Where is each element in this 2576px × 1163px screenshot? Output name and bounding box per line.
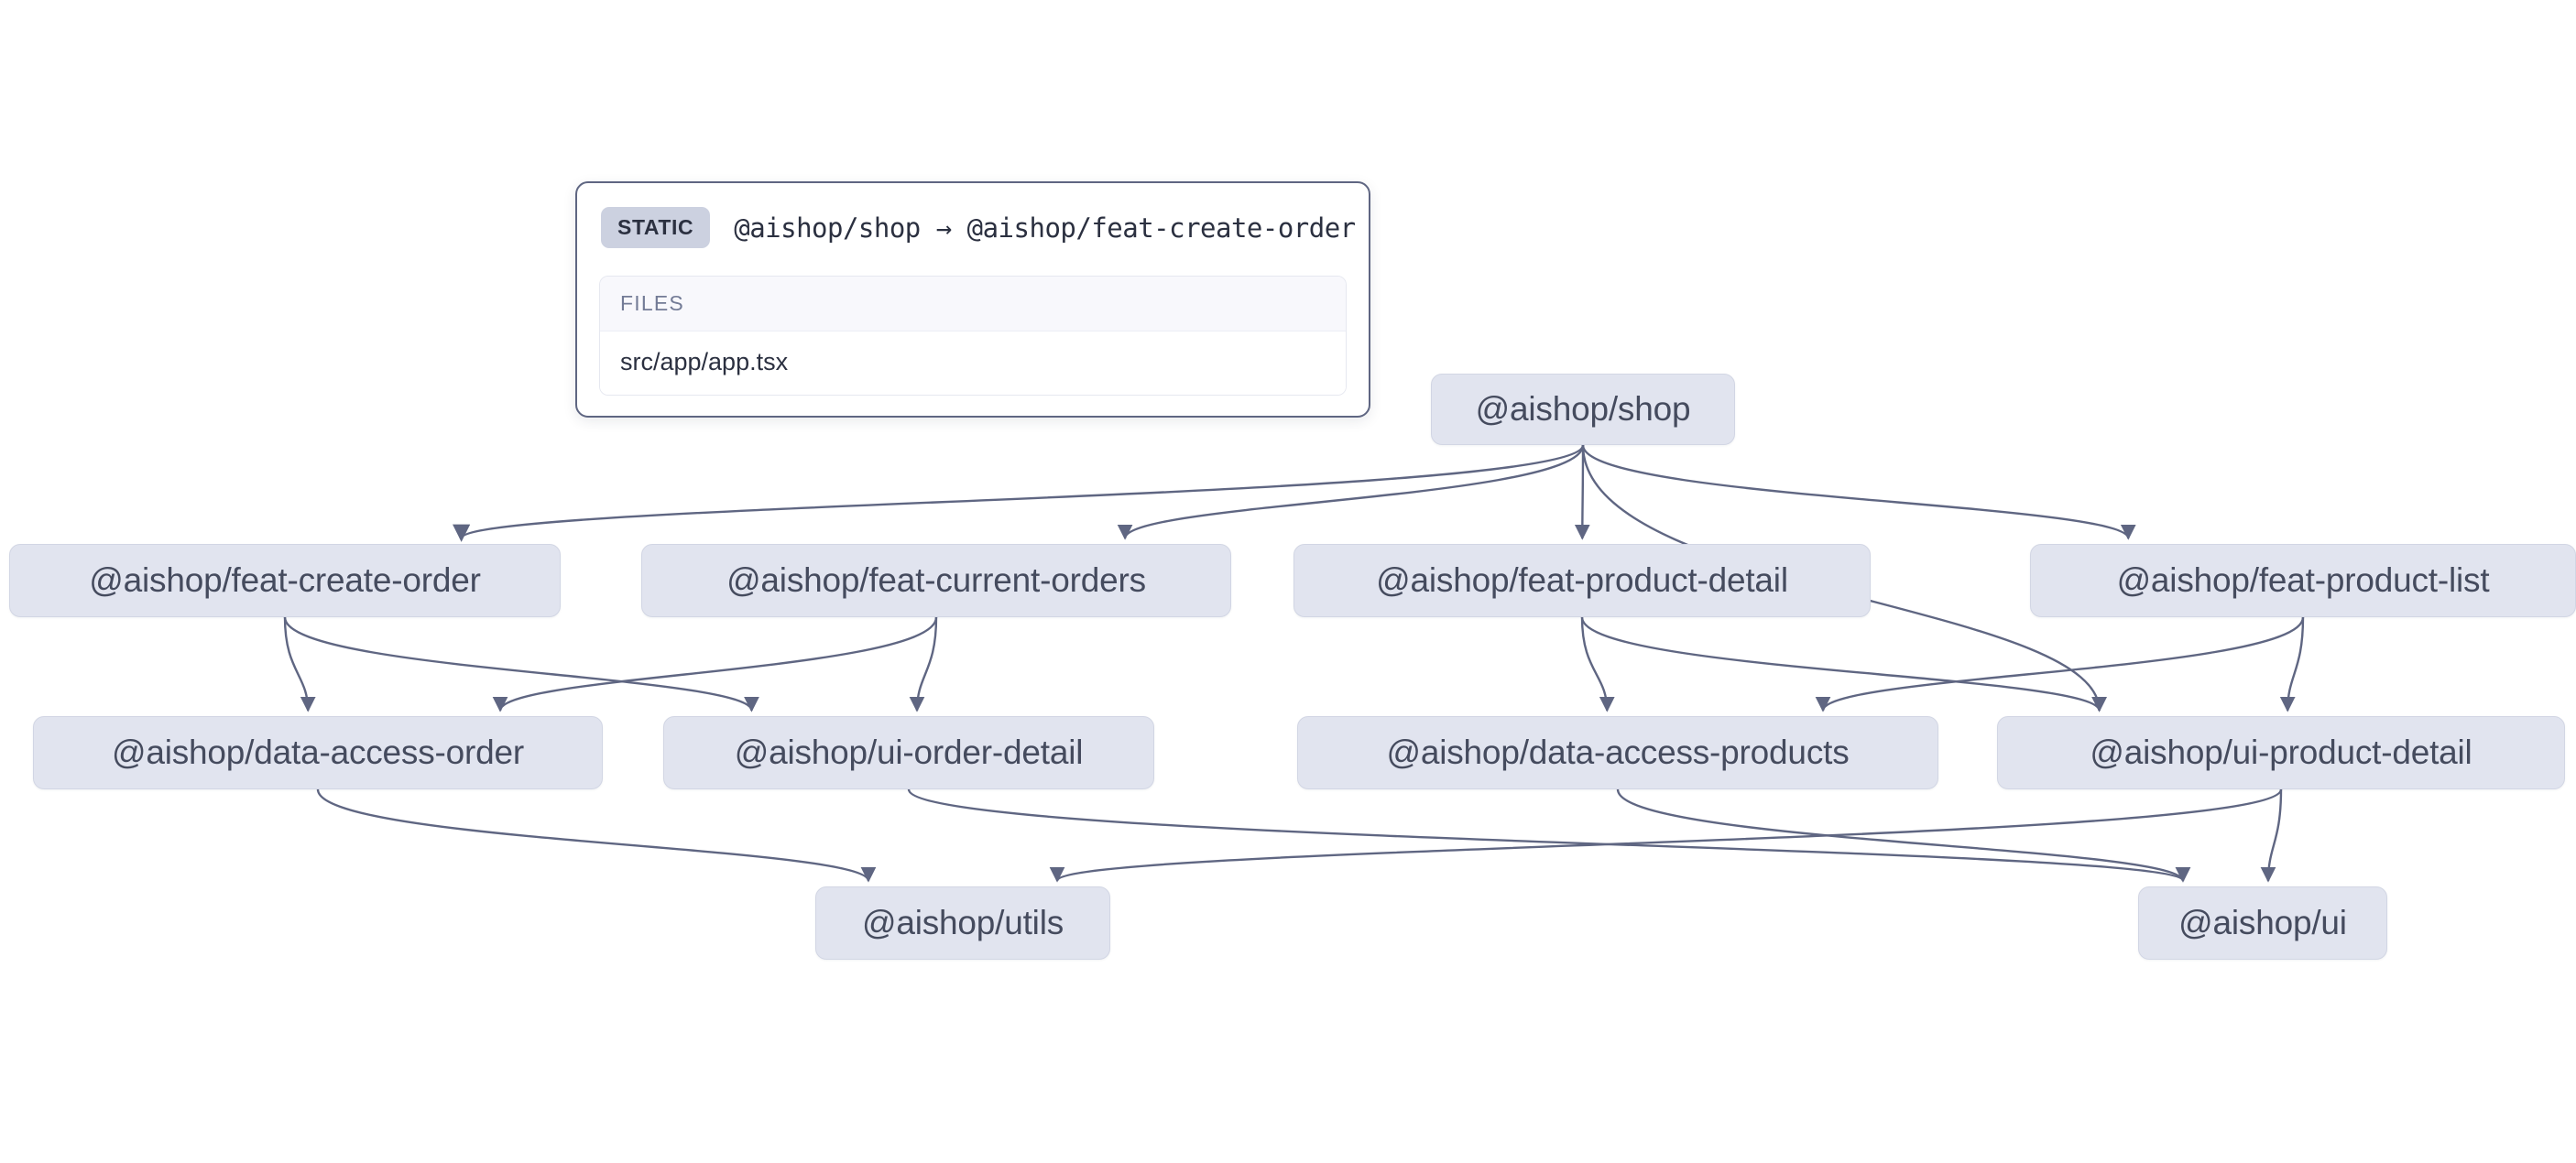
files-panel-header: FILES [600,277,1346,332]
graph-edge[interactable] [1574,444,1590,540]
graph-node-data-access-order[interactable]: @aishop/data-access-order [33,716,603,789]
graph-edge[interactable] [1117,444,1585,540]
graph-edge[interactable] [1581,444,2136,540]
graph-edge[interactable] [1580,616,2107,712]
graph-edge[interactable] [1815,616,2305,712]
graph-node-shop[interactable]: @aishop/shop [1431,374,1735,445]
graph-node-data-access-products[interactable]: @aishop/data-access-products [1297,716,1938,789]
graph-node-utils[interactable]: @aishop/utils [815,886,1110,960]
graph-node-ui-order-detail[interactable]: @aishop/ui-order-detail [663,716,1154,789]
graph-node-label: @aishop/feat-product-list [2116,561,2490,599]
graph-edge[interactable] [907,788,2190,883]
graph-edge[interactable] [1050,788,2283,883]
graph-node-label: @aishop/data-access-products [1386,734,1850,771]
graph-edge[interactable] [453,444,1585,542]
graph-node-feat-product-list[interactable]: @aishop/feat-product-list [2030,544,2576,617]
graph-edge[interactable] [283,616,316,712]
graph-edge[interactable] [492,616,938,712]
graph-node-feat-current-orders[interactable]: @aishop/feat-current-orders [641,544,1231,617]
graph-node-label: @aishop/data-access-order [111,734,525,771]
graph-node-label: @aishop/feat-create-order [89,561,481,599]
graph-edge[interactable] [316,788,877,883]
files-panel: FILES src/app/app.tsx [599,276,1347,396]
graph-edge[interactable] [283,616,759,712]
graph-node-label: @aishop/feat-current-orders [726,561,1146,599]
file-list-item[interactable]: src/app/app.tsx [600,332,1346,395]
graph-edge[interactable] [1616,788,2191,883]
graph-node-feat-create-order[interactable]: @aishop/feat-create-order [9,544,561,617]
graph-node-ui-product-detail[interactable]: @aishop/ui-product-detail [1997,716,2565,789]
graph-edge[interactable] [2260,788,2283,883]
graph-node-label: @aishop/shop [1475,390,1691,428]
graph-edge[interactable] [2279,616,2305,712]
graph-edge[interactable] [909,616,938,712]
graph-node-label: @aishop/ui [2178,904,2347,941]
edge-detail-title: @aishop/shop → @aishop/feat-create-order [734,212,1356,244]
graph-node-feat-product-detail[interactable]: @aishop/feat-product-detail [1293,544,1871,617]
graph-edge[interactable] [1580,616,1615,712]
graph-node-label: @aishop/ui-order-detail [734,734,1084,771]
graph-node-label: @aishop/feat-product-detail [1376,561,1788,599]
graph-node-label: @aishop/utils [861,904,1064,941]
static-badge: STATIC [601,207,711,248]
edge-detail-header: STATIC @aishop/shop → @aishop/feat-creat… [599,203,1356,255]
graph-node-label: @aishop/ui-product-detail [2090,734,2472,771]
edge-detail-card[interactable]: STATIC @aishop/shop → @aishop/feat-creat… [575,181,1370,418]
graph-node-ui[interactable]: @aishop/ui [2138,886,2387,960]
